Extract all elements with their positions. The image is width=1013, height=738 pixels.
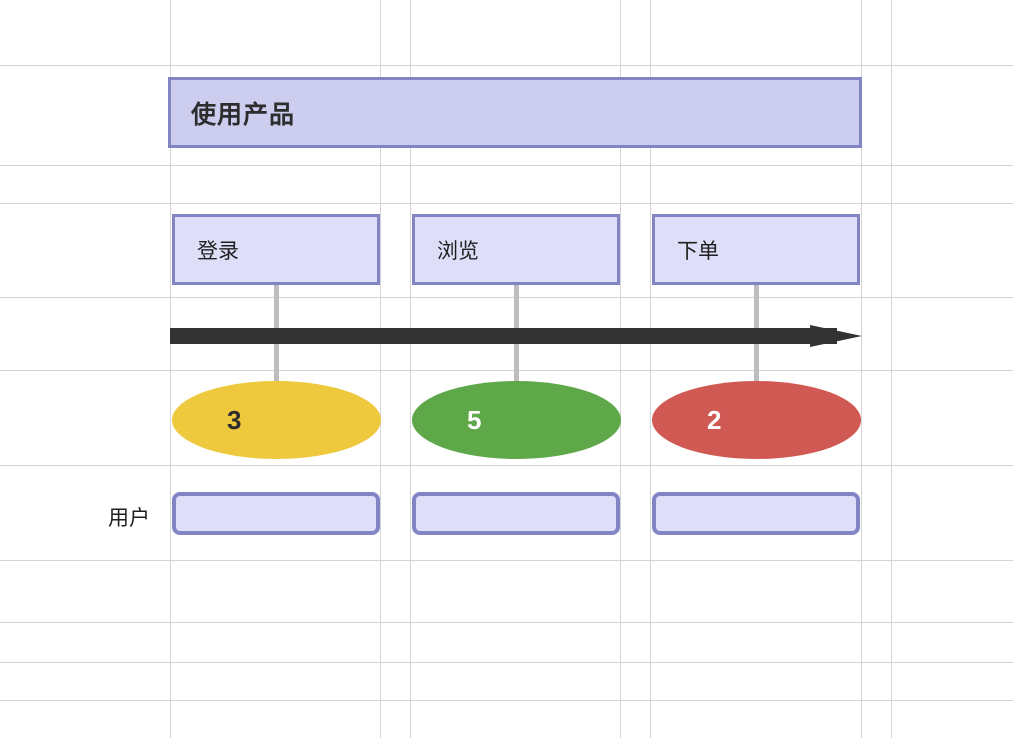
timeline-arrow xyxy=(170,325,862,347)
timeline-arrow-shaft xyxy=(170,328,837,344)
grid-line-vertical xyxy=(891,0,892,738)
grid-line-horizontal xyxy=(0,465,1013,466)
step-label: 登录 xyxy=(197,239,239,263)
grid-line-vertical xyxy=(410,0,411,738)
metric-value: 5 xyxy=(467,404,482,435)
user-slot-login[interactable] xyxy=(172,492,380,535)
user-slot-order[interactable] xyxy=(652,492,860,535)
grid-line-vertical xyxy=(650,0,651,738)
step-box-login[interactable]: 登录 xyxy=(172,214,380,285)
metric-value: 2 xyxy=(707,404,722,435)
grid-line-horizontal xyxy=(0,203,1013,204)
grid-line-vertical xyxy=(620,0,621,738)
user-slot-browse[interactable] xyxy=(412,492,620,535)
page-title: 使用产品 xyxy=(191,100,296,129)
grid-line-horizontal xyxy=(0,560,1013,561)
step-label: 浏览 xyxy=(437,239,479,263)
grid-line-horizontal xyxy=(0,622,1013,623)
row-label-user: 用户 xyxy=(108,507,150,530)
grid-line-vertical xyxy=(861,0,862,738)
metric-ellipse-browse[interactable]: 5 xyxy=(412,381,621,459)
metric-ellipse-order[interactable]: 2 xyxy=(652,381,861,459)
step-label: 下单 xyxy=(677,239,719,263)
metric-value: 3 xyxy=(227,404,242,435)
step-box-order[interactable]: 下单 xyxy=(652,214,860,285)
grid-line-horizontal xyxy=(0,165,1013,166)
metric-ellipse-login[interactable]: 3 xyxy=(172,381,381,459)
grid-line-vertical xyxy=(380,0,381,738)
grid-line-horizontal xyxy=(0,297,1013,298)
arrow-right-icon xyxy=(810,325,862,347)
grid-line-horizontal xyxy=(0,700,1013,701)
grid-line-horizontal xyxy=(0,370,1013,371)
grid-line-vertical xyxy=(170,0,171,738)
step-box-browse[interactable]: 浏览 xyxy=(412,214,620,285)
diagram-title-banner[interactable]: 使用产品 xyxy=(168,77,862,148)
grid-line-horizontal xyxy=(0,65,1013,66)
grid-line-horizontal xyxy=(0,662,1013,663)
